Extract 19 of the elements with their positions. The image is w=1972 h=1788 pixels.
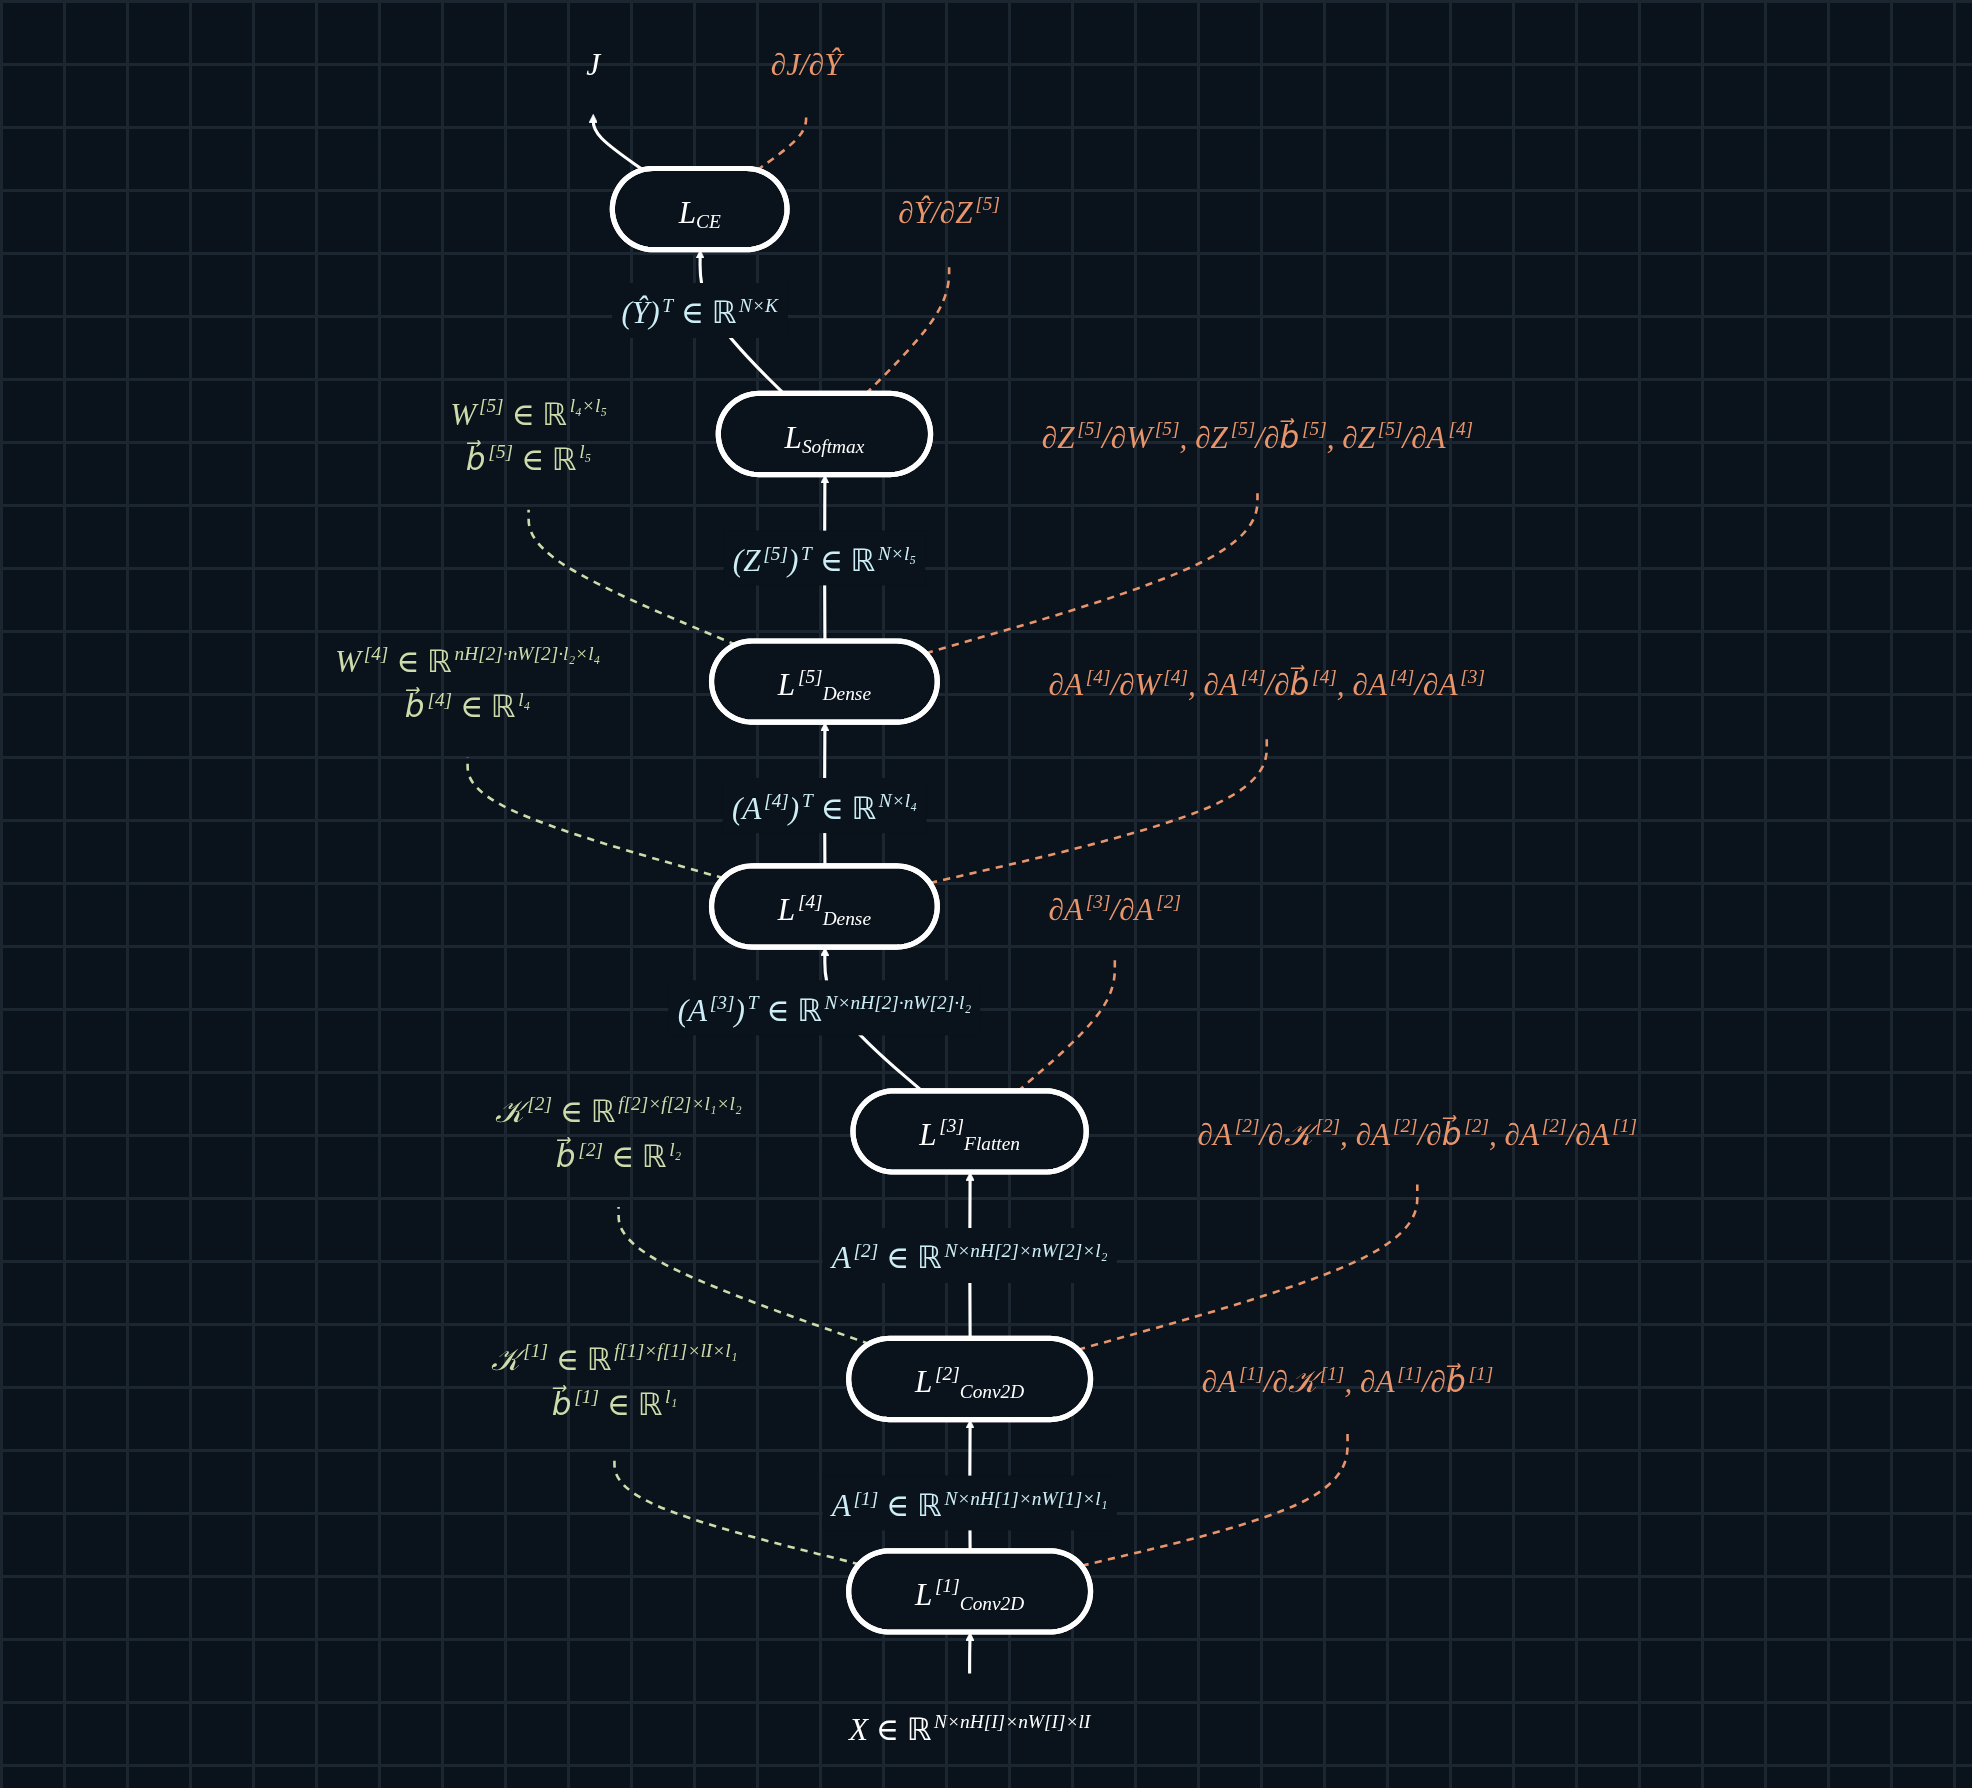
node-text: ∂A$^{[2]}$/∂𝒦$^{[2]}$, ∂A$^{[2]}$/∂b⃗$^{[2]}$, ∂A$^{[2]}$/∂A$^{[1]}$ [1197,1115,1638,1151]
node-text: W$^{[5]}$ ∈ ℝ$^{l₄×l₅}$ b⃗$^{[5]}$ ∈ ℝ$^{l₅}$ [450,395,607,476]
node-text: ∂A$^{[4]}$/∂W$^{[4]}$, ∂A$^{[4]}$/∂b⃗$^{[4]}$, ∂A$^{[4]}$/∂A$^{[3]}$ [1048,665,1485,701]
edge-label: A$^{[2]}$ ∈ ℝ$^{N×nH[2]×nW[2]×l₂}$ [831,1239,1108,1275]
node-text: ∂Ŷ/∂Z$^{[5]}$ [898,192,1000,229]
edge-label: (Ŷ)$^{T}$ ∈ ℝ$^{N×K}$ [621,294,778,330]
edge-label: (A$^{[3]}$)$^{T}$ ∈ ℝ$^{N×nH[2]·nW[2]·l₂}$ [677,991,972,1028]
node-text: X ∈ ℝ$^{N×nH[I]×nW[I]×lI}$ [848,1710,1091,1746]
node-text: W$^{[4]}$ ∈ ℝ$^{nH[2]·nW[2]·l₂×l₄}$ b⃗$^{[4]}$ ∈ ℝ$^{l₄}$ [334,642,601,724]
arrow [965,1632,975,1674]
edge-label: (Z$^{[5]}$)$^{T}$ ∈ ℝ$^{N×l₅}$ [732,541,917,578]
node-text: ∂Z$^{[5]}$/∂W$^{[5]}$, ∂Z$^{[5]}$/∂b⃗$^{[5]}$, ∂Z$^{[5]}$/∂A$^{[4]}$ [1041,417,1474,454]
node-text: 𝒦$^{[2]}$ ∈ ℝ$^{f[2]×f[2]×l₁×l₂}$ b⃗$^{[2]}$ ∈ ℝ$^{l₂}$ [495,1092,742,1174]
edge-label: A$^{[1]}$ ∈ ℝ$^{N×nH[1]×nW[1]×l₁}$ [831,1486,1108,1523]
node-text: J [586,46,601,81]
edge-label: (A$^{[4]}$)$^{T}$ ∈ ℝ$^{N×l₄}$ [731,789,917,825]
node-text: ∂A$^{[1]}$/∂𝒦$^{[1]}$, ∂A$^{[1]}$/∂b⃗$^{[1]}$ [1201,1362,1494,1399]
node-text: 𝒦$^{[1]}$ ∈ ℝ$^{f[1]×f[1]×lI×l₁}$ b⃗$^{[1]}$ ∈ ℝ$^{l₁}$ [491,1340,738,1421]
node-text: ∂A$^{[3]}$/∂A$^{[2]}$ [1048,890,1182,926]
